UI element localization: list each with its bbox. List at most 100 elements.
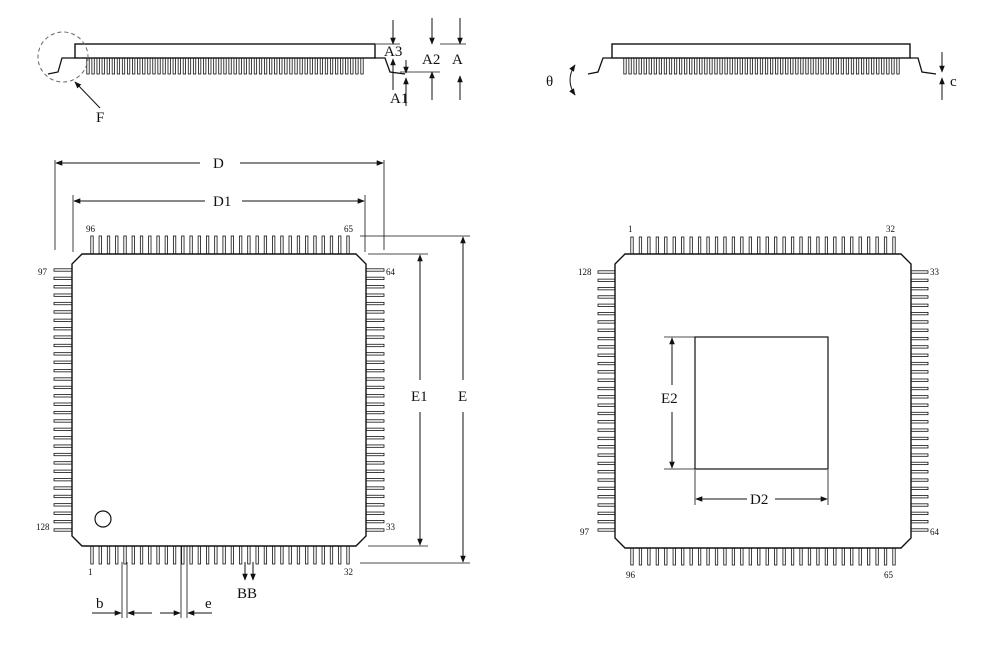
pin-label-32: 32	[344, 567, 353, 577]
side-lead	[800, 57, 804, 75]
side-lead	[855, 57, 860, 75]
lead	[172, 545, 177, 565]
lead	[782, 547, 786, 566]
side-lead	[360, 57, 364, 75]
side-lead	[213, 57, 217, 75]
lead	[365, 486, 385, 490]
lead	[181, 235, 185, 255]
lead	[910, 303, 929, 307]
side-lead	[785, 57, 789, 75]
lead	[53, 310, 73, 314]
dim-e-label: E	[458, 389, 467, 405]
lead	[365, 394, 385, 398]
lead	[365, 369, 385, 373]
lead	[329, 235, 334, 255]
side-lead	[187, 57, 192, 75]
dim-c-label: c	[950, 74, 957, 90]
lead	[288, 545, 292, 565]
lead	[206, 545, 210, 565]
side-lead	[790, 57, 794, 75]
side-lead	[734, 57, 738, 75]
lead	[53, 360, 73, 364]
lead	[263, 235, 268, 255]
lead	[910, 478, 929, 482]
side-lead	[228, 57, 232, 75]
lead	[910, 511, 929, 515]
lead	[597, 287, 616, 291]
lead	[230, 235, 234, 255]
lead	[90, 545, 94, 565]
lead	[247, 545, 251, 565]
lead	[597, 361, 616, 366]
side-lead	[845, 57, 850, 75]
side-lead	[770, 57, 774, 75]
lead	[53, 478, 73, 482]
lead	[288, 235, 292, 255]
lead	[799, 236, 803, 255]
lead	[164, 235, 168, 255]
lead	[365, 444, 385, 448]
lead	[53, 402, 73, 406]
lead	[910, 361, 929, 366]
lead	[910, 345, 929, 349]
pin-label-128: 128	[36, 522, 50, 532]
lead	[53, 444, 73, 448]
lead	[148, 545, 152, 565]
side-view-left: F A3 A2 A A1	[37, 18, 466, 126]
side-lead	[653, 57, 657, 75]
lead	[655, 547, 659, 566]
lead	[365, 293, 385, 297]
lead	[910, 428, 929, 432]
lead	[858, 236, 862, 255]
lead	[910, 328, 929, 332]
lead	[365, 327, 385, 331]
lead	[365, 335, 385, 339]
lead	[681, 547, 685, 566]
side-lead	[152, 57, 156, 75]
lead	[164, 545, 168, 565]
lead	[53, 335, 73, 339]
side-lead	[269, 57, 273, 75]
pin-label-96: 96	[86, 224, 96, 234]
lead	[731, 547, 736, 566]
lead	[115, 235, 119, 255]
side-lead	[91, 57, 95, 75]
lead	[664, 236, 668, 255]
side-lead	[111, 57, 115, 75]
lead	[910, 378, 929, 382]
lead	[875, 236, 879, 255]
lead	[272, 235, 276, 255]
lead	[53, 268, 73, 272]
lead	[365, 360, 385, 364]
side-lead	[754, 57, 759, 75]
lead	[365, 285, 385, 289]
lead	[255, 545, 259, 565]
lead	[672, 547, 676, 566]
lead	[774, 236, 778, 255]
lead	[689, 547, 693, 566]
side-lead	[106, 57, 110, 75]
side-lead	[263, 57, 268, 75]
side-lead	[891, 57, 895, 75]
side-lead	[96, 57, 100, 75]
side-lead	[668, 57, 673, 75]
lead	[365, 385, 385, 390]
lead	[53, 511, 73, 515]
lead	[630, 547, 634, 566]
side-lead	[340, 57, 344, 75]
pin-label-64: 64	[386, 267, 396, 277]
lead	[255, 235, 259, 255]
side-lead	[759, 57, 764, 75]
lead	[197, 545, 201, 565]
lead	[365, 310, 385, 314]
bottom-view-leads	[597, 236, 929, 566]
lead	[597, 445, 616, 449]
side-lead	[177, 57, 181, 75]
bottom-pin-label-65: 65	[884, 570, 894, 580]
lead	[365, 469, 385, 473]
lead	[597, 345, 616, 349]
lead	[53, 410, 73, 415]
side-lead	[689, 57, 693, 75]
lead	[910, 353, 929, 357]
lead	[790, 236, 795, 255]
